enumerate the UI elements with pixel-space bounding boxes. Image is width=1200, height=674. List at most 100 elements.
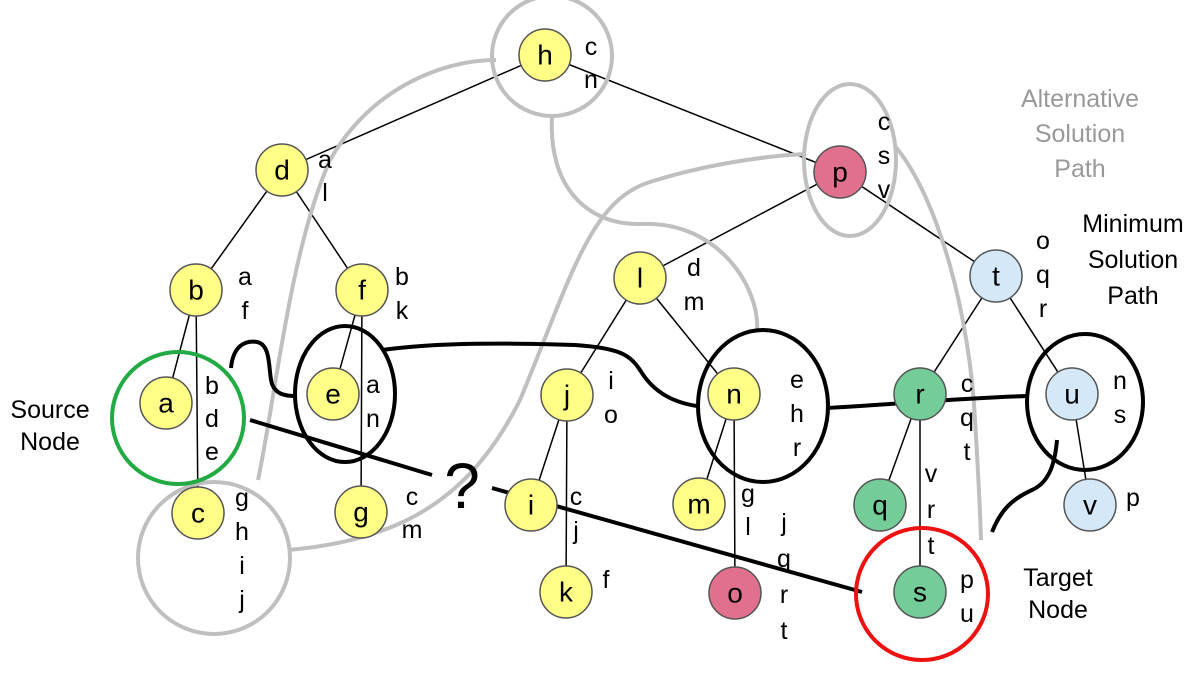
alt-group-p	[802, 82, 898, 238]
target-label-line-2: Node	[1028, 596, 1088, 624]
node-circle-f	[335, 263, 389, 317]
min-connector-e-n	[381, 341, 698, 408]
attr-r-1: q	[960, 404, 974, 432]
edge-f-g	[360, 289, 363, 513]
alternative-solution-path-label: Alternative Solution Path	[1021, 85, 1139, 183]
node-a: a bde	[139, 372, 219, 466]
attr-t-1: q	[1036, 261, 1050, 289]
node-label-g: g	[353, 497, 369, 528]
node-circle-n	[707, 367, 761, 421]
node-label-q: q	[872, 490, 888, 521]
attr-l-0: d	[687, 254, 701, 282]
node-i: i cj	[504, 478, 583, 545]
unknown-path-segment-1	[249, 418, 433, 477]
source-label-line-1: Source	[10, 396, 89, 424]
attr-p-2: v	[878, 176, 891, 204]
alt-connector-h-n	[549, 115, 760, 331]
attr-o-1: q	[777, 545, 791, 573]
min-connector-u-s	[990, 439, 1059, 533]
node-label-s: s	[913, 577, 927, 608]
node-label-i: i	[528, 490, 534, 521]
node-label-a: a	[158, 388, 174, 419]
node-label-t: t	[992, 261, 1000, 292]
edge-b-c	[195, 289, 199, 514]
node-circle-i	[504, 478, 558, 532]
node-label-l: l	[637, 263, 643, 294]
attr-j-1: o	[604, 401, 618, 429]
node-circle-k	[539, 565, 593, 619]
node-circle-q	[853, 478, 907, 532]
node-label-v: v	[1083, 490, 1097, 521]
node-label-c: c	[191, 498, 205, 529]
attr-b-1: f	[242, 297, 249, 325]
question-mark: ?	[444, 450, 480, 522]
attr-f-1: k	[396, 297, 409, 325]
node-circle-b	[169, 263, 223, 317]
attr-c-1: h	[235, 518, 249, 546]
attr-d-0: a	[318, 146, 332, 174]
node-q: q	[853, 478, 907, 532]
attr-t-2: r	[1039, 295, 1047, 323]
attr-f-0: b	[395, 263, 409, 291]
source-node-ring	[110, 350, 246, 486]
attr-p-1: s	[878, 142, 891, 170]
node-circle-a	[139, 376, 193, 430]
node-label-h: h	[537, 40, 553, 71]
minimum-label-line-1: Minimum	[1082, 210, 1183, 238]
node-label-r: r	[915, 379, 924, 410]
attr-i-1: j	[572, 517, 579, 545]
attr-a-0: b	[205, 372, 219, 400]
node-circle-v	[1063, 478, 1117, 532]
node-j: j io	[540, 367, 618, 429]
node-circle-h	[518, 28, 572, 82]
attr-e-1: n	[366, 405, 380, 433]
attr-p-0: c	[878, 108, 891, 136]
attr-a-1: d	[205, 405, 219, 433]
node-label-d: d	[274, 155, 290, 186]
target-node-ring	[854, 526, 990, 662]
attr-s-3: p	[960, 566, 974, 594]
node-circle-l	[613, 251, 667, 305]
attr-i-0: c	[570, 483, 583, 511]
attr-o-0: j	[780, 509, 787, 537]
node-label-j: j	[563, 380, 570, 411]
attr-c-3: j	[238, 586, 245, 614]
min-connector-a-e	[229, 339, 297, 398]
attr-m-0: g	[741, 480, 755, 508]
edge-n-o	[733, 393, 736, 594]
edge-j-k	[565, 394, 568, 593]
node-circle-u	[1045, 367, 1099, 421]
attr-e-0: a	[366, 371, 380, 399]
edge-h-p	[544, 54, 841, 173]
attr-u-0: n	[1113, 367, 1127, 395]
node-label-e: e	[325, 379, 341, 410]
node-circle-r	[893, 367, 947, 421]
alt-connector-p-s	[893, 144, 983, 541]
node-circle-m	[672, 477, 726, 531]
attr-k-0: f	[603, 566, 610, 594]
attr-b-0: a	[238, 263, 252, 291]
attr-j-0: i	[608, 367, 614, 395]
attr-n-2: r	[793, 434, 801, 462]
node-circle-p	[813, 145, 867, 199]
node-circle-d	[255, 143, 309, 197]
min-group-u	[1025, 332, 1145, 472]
minimum-label-line-2: Solution	[1088, 246, 1178, 274]
attr-a-2: e	[205, 438, 219, 466]
attr-n-0: e	[790, 366, 804, 394]
alt-group-c	[136, 480, 292, 636]
attr-s-4: u	[960, 600, 974, 628]
attr-r-0: c	[961, 370, 974, 398]
minimum-solution-path-label: Minimum Solution Path	[1082, 210, 1183, 310]
